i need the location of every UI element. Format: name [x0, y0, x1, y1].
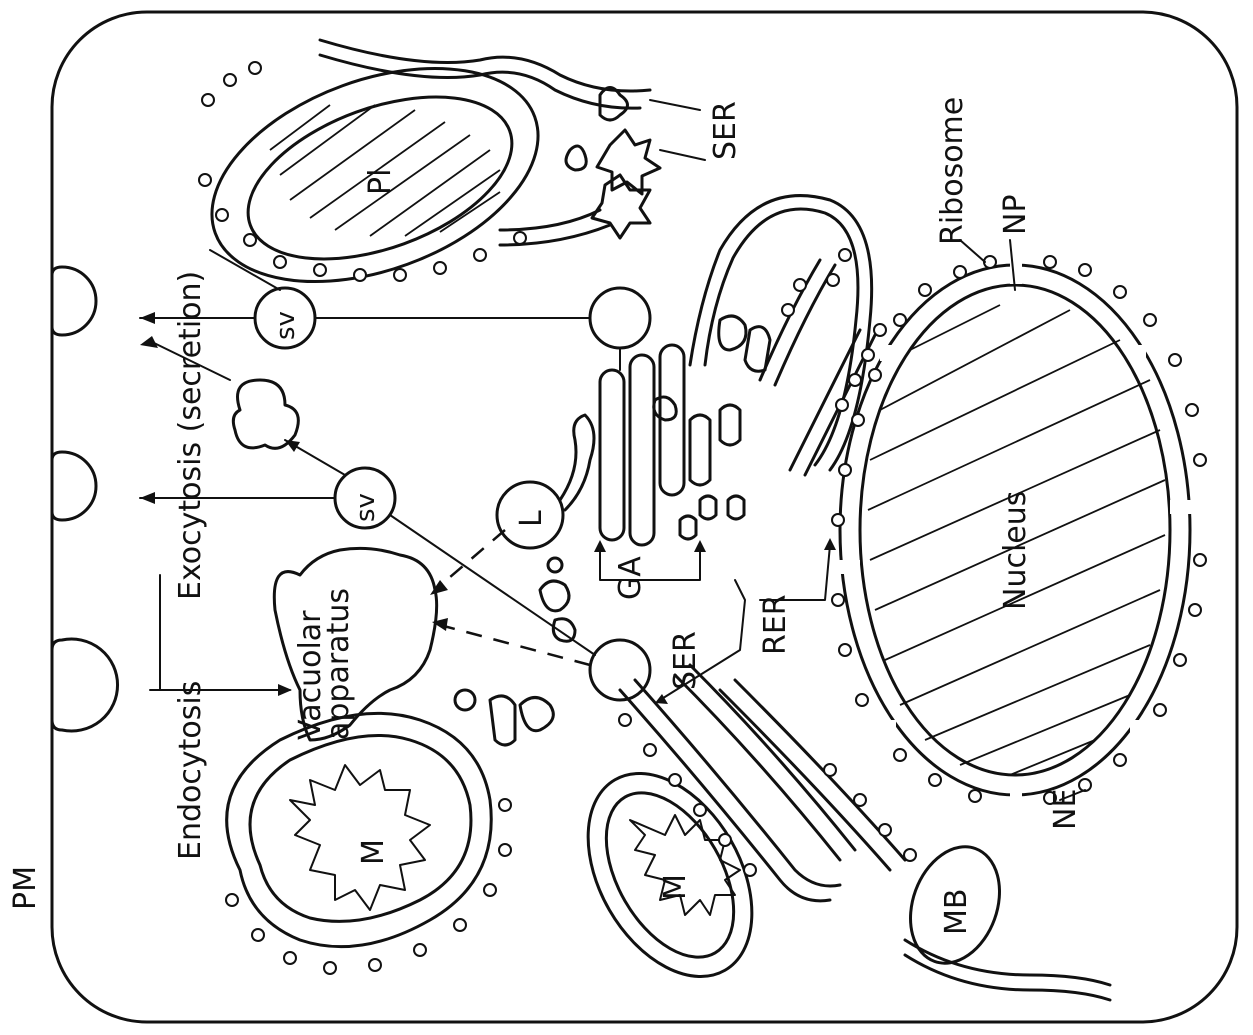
- label-vacuolar-2: apparatus: [321, 588, 356, 740]
- label-nucleus: Nucleus: [998, 491, 1033, 610]
- label-rer: RER: [758, 594, 793, 655]
- lysosome-tail: [560, 415, 594, 510]
- label-endocytosis: Endocytosis: [173, 681, 208, 860]
- label-ne: NE: [1048, 789, 1083, 830]
- label-ser-mid: SER: [668, 631, 703, 690]
- golgi-vesicle-top: [590, 288, 650, 348]
- label-sv-top: sv: [271, 311, 301, 340]
- label-ribosome: Ribosome: [935, 97, 970, 245]
- golgi-apparatus: [600, 196, 872, 545]
- label-lysosome: L: [514, 510, 549, 527]
- small-vesicles: [455, 558, 575, 745]
- exocytosis-pit-1: [52, 452, 96, 520]
- label-mitochondrion-1: M: [356, 839, 391, 865]
- label-plastid: Pl: [363, 169, 398, 195]
- trilobed-vesicle: [233, 380, 298, 448]
- label-mitochondrion-2: M: [658, 874, 693, 900]
- label-np: NP: [998, 194, 1033, 235]
- label-microbody: MB: [939, 889, 974, 935]
- label-golgi: GA: [613, 556, 648, 600]
- endocytosis-pit: [52, 639, 118, 731]
- label-sv-mid: sv: [351, 493, 381, 522]
- exocytosis-pit-2: [52, 267, 96, 335]
- label-exocytosis: Exocytosis (secretion): [173, 271, 208, 600]
- label-ser-top: SER: [708, 101, 743, 160]
- plasma-membrane-pits: [52, 267, 118, 731]
- microbody: [895, 834, 1110, 1000]
- label-pm: PM: [8, 866, 43, 910]
- rer-cisternae-mid: [760, 249, 886, 475]
